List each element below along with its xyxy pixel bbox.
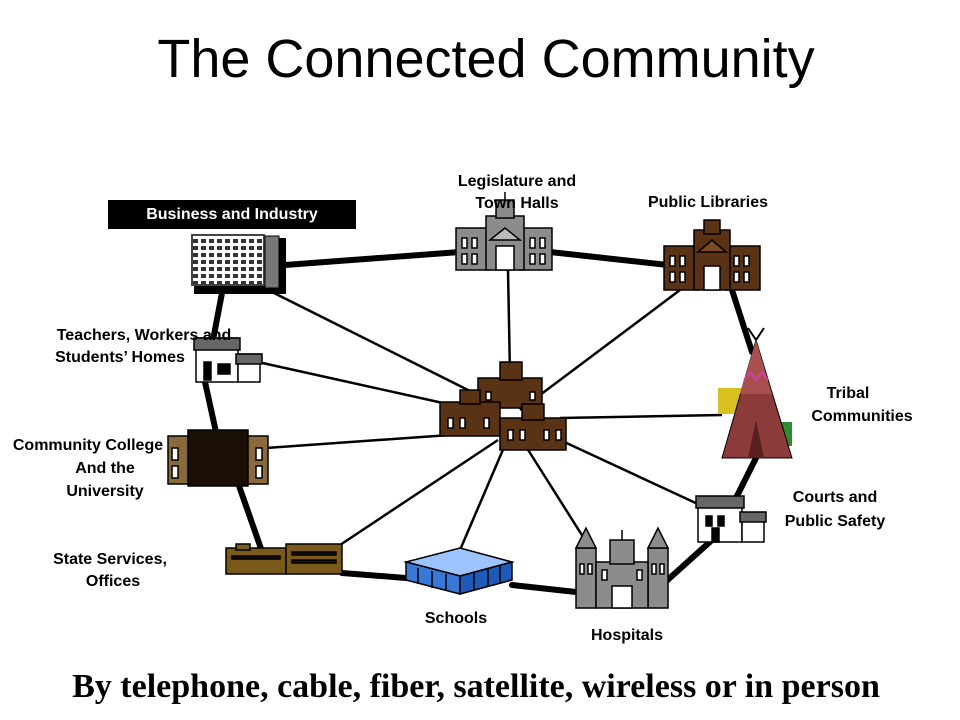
spoke-courts xyxy=(559,438,701,507)
house-icon xyxy=(193,337,263,383)
office-tower-icon xyxy=(191,234,286,294)
college-label-line3: University xyxy=(66,483,143,500)
state-label-line2: Offices xyxy=(86,573,140,590)
hospital-building-icon xyxy=(574,526,670,609)
libraries-label: Public Libraries xyxy=(648,194,768,211)
tepee-icon xyxy=(718,327,793,459)
legislature-label-line1: Legislature and xyxy=(458,173,576,190)
capitol-building-icon xyxy=(455,192,553,271)
hub-spokes xyxy=(257,269,723,551)
tribal-label-line1: Tribal xyxy=(827,385,870,402)
spoke-libraries xyxy=(519,289,681,411)
courts-label-line1: Courts and xyxy=(793,489,877,506)
college-label-line2: And the xyxy=(75,460,135,477)
spoke-schools xyxy=(458,444,507,551)
link-tribal-courts xyxy=(732,455,759,503)
link-courts-hospitals xyxy=(659,537,715,588)
link-business-legislature xyxy=(282,249,463,268)
school-building-icon xyxy=(403,547,515,595)
homes-label-line2: Students’ Homes xyxy=(55,349,185,366)
spoke-college xyxy=(265,433,451,450)
business-industry-label: Business and Industry xyxy=(108,200,356,229)
spoke-tribal xyxy=(559,413,723,420)
spoke-homes xyxy=(257,360,453,407)
tribal-label-line2: Communities xyxy=(811,408,912,425)
spoke-state xyxy=(339,438,499,547)
courthouse-icon xyxy=(695,495,767,543)
footer-caption: By telephone, cable, fiber, satellite, w… xyxy=(72,668,880,705)
link-college-homes xyxy=(202,379,219,435)
college-building-icon xyxy=(167,429,269,487)
link-hospitals-schools xyxy=(509,582,579,595)
link-state-college xyxy=(235,480,268,563)
link-homes-business xyxy=(210,290,225,343)
link-legislature-libraries xyxy=(547,249,671,268)
page-title: The Connected Community xyxy=(157,29,815,89)
spoke-business xyxy=(267,288,479,397)
link-schools-state xyxy=(339,570,409,581)
state-label-line1: State Services, xyxy=(53,551,167,568)
spoke-hospitals xyxy=(523,444,587,541)
courts-label-line2: Public Safety xyxy=(785,513,886,530)
spoke-legislature xyxy=(506,269,512,376)
legislature-label-line2: Town Halls xyxy=(475,195,558,212)
library-building-icon xyxy=(663,219,761,291)
hospitals-label: Hospitals xyxy=(591,627,663,644)
college-label-line1: Community College xyxy=(13,437,163,454)
community-hub-icon xyxy=(439,361,567,451)
state-office-icon xyxy=(225,543,343,575)
schools-label: Schools xyxy=(425,610,487,627)
homes-label-line1: Teachers, Workers and xyxy=(57,327,232,344)
link-libraries-tribal xyxy=(729,287,755,355)
outer-ring-links xyxy=(202,249,759,595)
